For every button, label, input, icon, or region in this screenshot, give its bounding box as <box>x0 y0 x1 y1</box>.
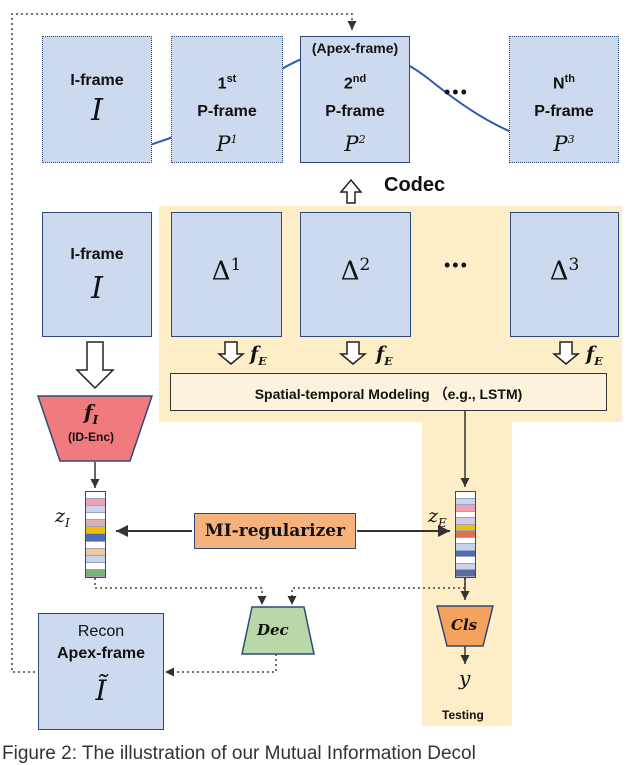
delta-3-frame: Δ3 <box>510 212 619 337</box>
zi-vector <box>85 491 106 578</box>
delta-ellipsis: ••• <box>444 255 469 275</box>
fe-label-3: fE <box>586 343 603 368</box>
apex-tag: (Apex-frame) <box>311 40 399 56</box>
feedback-loop-line <box>11 13 357 673</box>
cls-trapezoid <box>436 605 494 647</box>
recon-symbol: Ĩ <box>95 674 107 707</box>
dec-trapezoid <box>241 606 315 655</box>
ze-stripe <box>456 498 475 506</box>
codec-label: Codec <box>384 174 446 196</box>
ze-stripe <box>456 537 475 545</box>
ze-stripe <box>456 550 475 558</box>
recon-frame: Recon Apex-frame Ĩ <box>38 613 164 730</box>
ze-stripe <box>456 524 475 532</box>
top-pn-frame: Nth P-frame P3 <box>509 36 619 163</box>
top-p2-apex-frame: (Apex-frame) 2nd P-frame P2 <box>300 36 410 163</box>
spatial-temporal-label: Spatial-temporal Modeling （e.g., LSTM) <box>254 386 523 402</box>
iframe-down-arrow <box>75 341 115 390</box>
iframe-input: I-frame I <box>42 212 152 337</box>
codec-up-arrow <box>339 178 363 204</box>
recon-line1: Recon <box>77 623 125 640</box>
zi-label: zI <box>55 505 70 530</box>
fe-label-2: fE <box>376 343 393 368</box>
zi-stripe <box>86 499 105 507</box>
p2-ordinal: 2nd <box>343 73 367 93</box>
ze-stripe <box>456 557 475 564</box>
iframe-input-symbol: I <box>91 271 103 306</box>
top-iframe-label: I-frame <box>70 72 124 89</box>
dec-to-recon-line <box>165 654 277 677</box>
delta-2-symbol: Δ2 <box>340 255 371 287</box>
pn-label: P-frame <box>534 103 594 120</box>
ze-stripe <box>456 531 475 538</box>
y-output: y <box>459 666 471 690</box>
zi-stripe <box>86 513 105 521</box>
zi-stripe <box>86 534 105 542</box>
testing-label: Testing <box>442 708 484 722</box>
figure-caption: Figure 2: The illustration of our Mutual… <box>2 743 476 764</box>
ze-stripe <box>456 518 475 525</box>
delta-1-frame: Δ1 <box>171 212 282 337</box>
zi-stripe <box>86 520 105 528</box>
cls-label: Cls <box>451 616 478 634</box>
zi-stripe <box>86 492 105 500</box>
ze-stripe <box>456 563 475 571</box>
fe-arrow-3 <box>551 341 581 365</box>
zi-stripe <box>86 541 105 549</box>
delta-3-symbol: Δ3 <box>549 255 580 287</box>
delta-2-frame: Δ2 <box>300 212 411 337</box>
ze-stripe <box>456 492 475 499</box>
p1-symbol: P1 <box>216 132 238 156</box>
fi-label: fI <box>84 400 99 427</box>
zi-stripe <box>86 555 105 563</box>
fi-trapezoid <box>36 395 154 462</box>
ze-to-dec-line <box>287 578 466 605</box>
ze-stripe <box>456 505 475 512</box>
top-p1-frame: 1st P-frame P1 <box>171 36 283 163</box>
zi-stripe <box>86 527 105 535</box>
delta-1-symbol: Δ1 <box>211 255 242 287</box>
ze-label: zE <box>428 505 447 530</box>
top-iframe-symbol: I <box>91 93 103 128</box>
fe-arrow-1 <box>216 341 246 365</box>
fe-label-1: fE <box>250 343 267 368</box>
recon-line2: Apex-frame <box>56 645 146 662</box>
zi-stripe <box>86 548 105 556</box>
zi-stripe <box>86 562 105 570</box>
ze-stripe <box>456 511 475 519</box>
ze-vector <box>455 491 476 578</box>
mi-regularizer-label: MI-regularizer <box>204 521 346 541</box>
mi-regularizer-box: MI-regularizer <box>194 513 356 549</box>
zi-stripe <box>86 569 105 577</box>
ze-stripe <box>456 570 475 577</box>
p1-label: P-frame <box>197 103 257 120</box>
iframe-input-label: I-frame <box>70 246 124 263</box>
p1-ordinal: 1st <box>217 73 237 93</box>
pn-symbol: P3 <box>553 132 575 156</box>
p2-label: P-frame <box>325 103 385 120</box>
fe-arrow-2 <box>338 341 368 365</box>
spatial-temporal-box: Spatial-temporal Modeling （e.g., LSTM) <box>170 373 607 411</box>
fi-sublabel: (ID-Enc) <box>68 430 114 444</box>
pn-ordinal: Nth <box>553 73 575 93</box>
zi-to-dec-line <box>94 578 267 605</box>
zi-stripe <box>86 506 105 514</box>
top-ellipsis: ••• <box>444 82 469 102</box>
top-iframe: I-frame I <box>42 36 152 163</box>
ze-stripe <box>456 544 475 551</box>
dec-label: Dec <box>257 621 289 639</box>
p2-symbol: P2 <box>344 132 366 156</box>
